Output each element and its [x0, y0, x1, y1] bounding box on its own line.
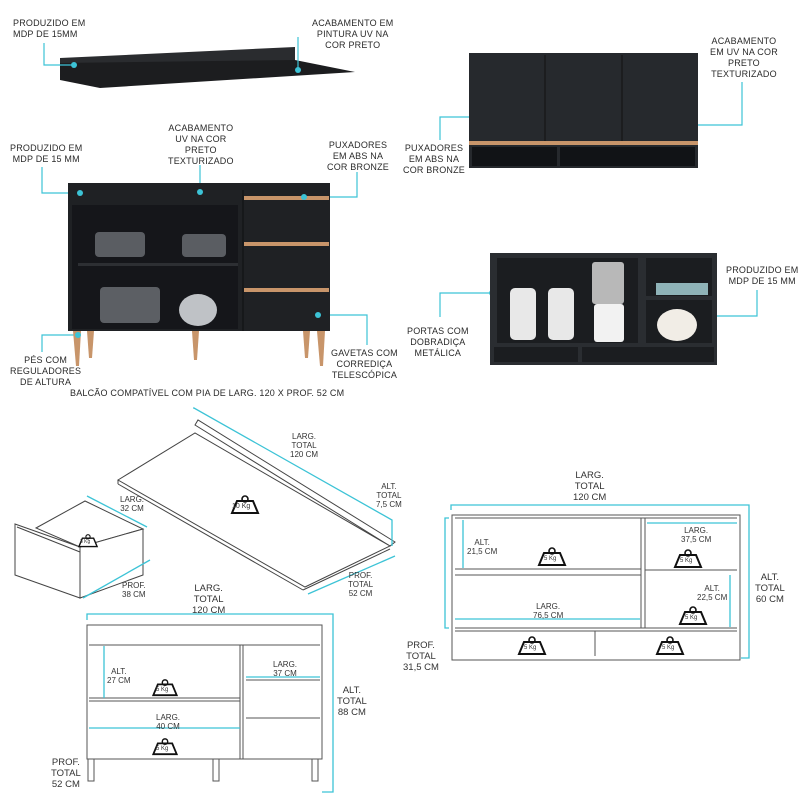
wall-load-label: 5 Kg	[524, 645, 537, 651]
wall-load-label: 5 Kg	[544, 556, 557, 562]
wall-cabinet-diagram	[451, 514, 741, 661]
drawer-load-label: 3 Kg	[80, 539, 91, 545]
wall-right-height: ALT.22,5 CM	[697, 584, 728, 602]
drawer-depth: PROF.38 CM	[122, 581, 146, 599]
drawer-width: LARG.32 CM	[120, 495, 145, 513]
base-shelf-width: LARG.40 CM	[156, 713, 181, 731]
wall-cabinet-photo	[469, 53, 698, 168]
countertop-diagram	[117, 419, 396, 591]
base-load-label: 5 Kg	[156, 687, 169, 693]
countertop-load-label: 10 Kg	[232, 503, 251, 510]
wall-load-label: 5 Kg	[680, 558, 693, 564]
caption: BALCÃO COMPATÍVEL COM PIA DE LARG. 120 X…	[70, 388, 345, 398]
base-drawer-width: LARG.37 CM	[273, 660, 298, 678]
base-shelf-height: ALT.27 CM	[107, 667, 131, 685]
wall-left-width: LARG.76,5 CM	[533, 602, 564, 620]
base-load-label: 5 Kg	[156, 746, 169, 752]
countertop-photo	[60, 47, 355, 88]
wall-load-label: 5 Kg	[662, 645, 675, 651]
wall-right-width: LARG.37,5 CM	[681, 526, 712, 544]
open-wall-cabinet-photo	[490, 253, 717, 365]
drawer-diagram	[14, 500, 145, 599]
base-cabinet-diagram	[86, 624, 323, 782]
base-cabinet-photo	[68, 183, 330, 366]
wall-load-label: 5 Kg	[685, 615, 698, 621]
wall-top-left-height: ALT.21,5 CM	[467, 538, 498, 556]
